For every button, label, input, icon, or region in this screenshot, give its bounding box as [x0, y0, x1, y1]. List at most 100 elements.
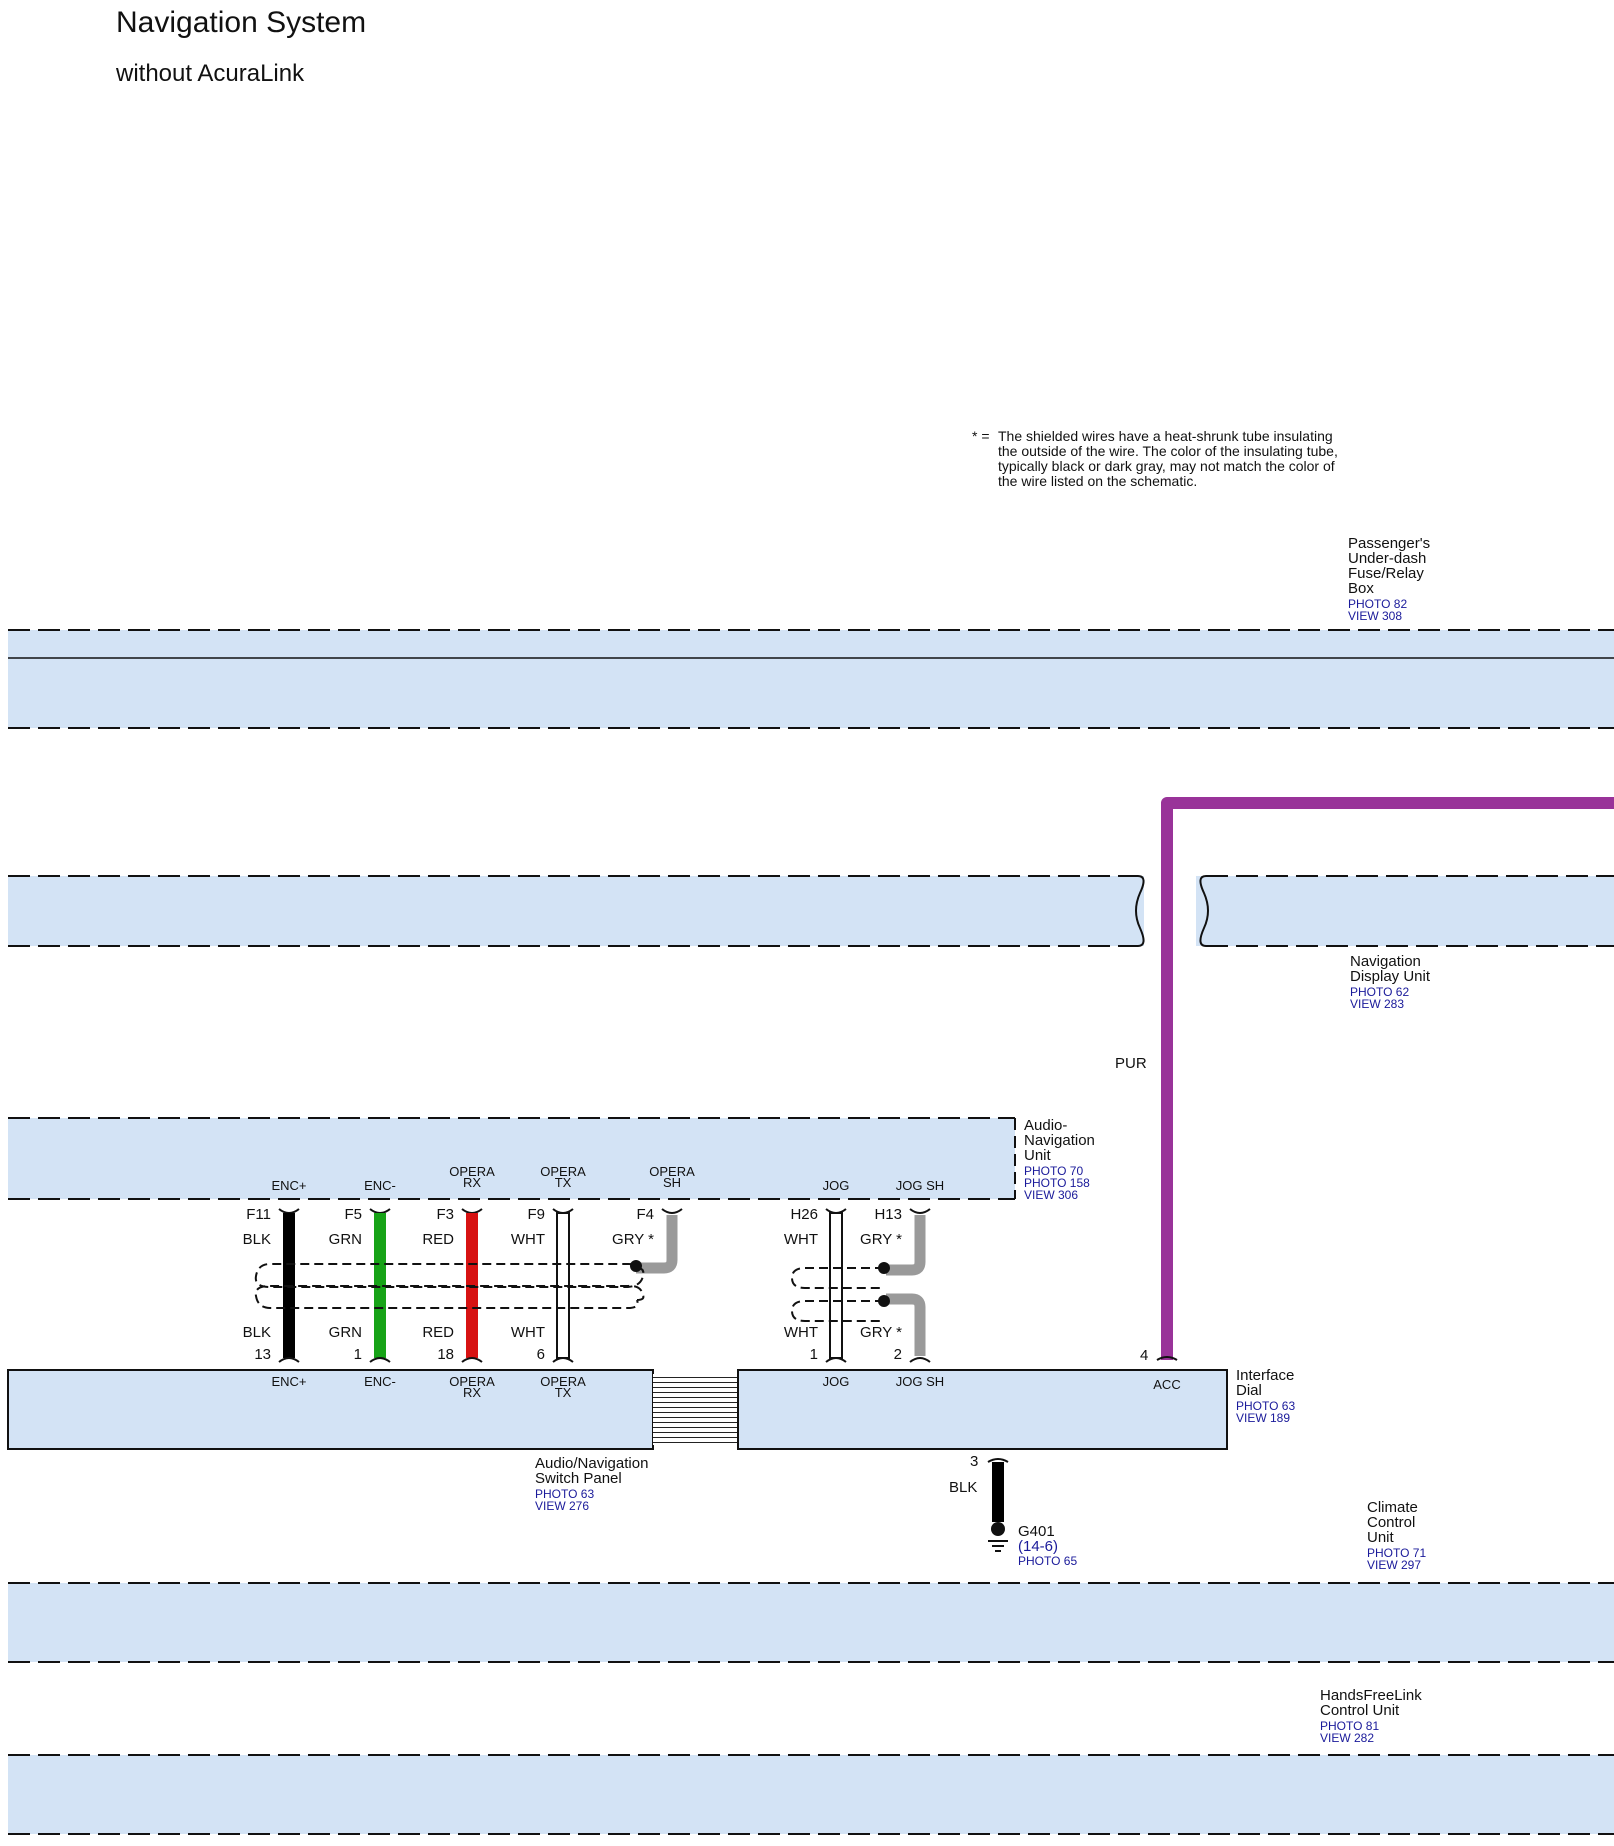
ground-terminal-mark [987, 1458, 1009, 1463]
wire-1-top-color: GRN [329, 1231, 362, 1248]
wire-1-top-terminal: F5 [344, 1206, 362, 1223]
climate-name-3: Unit [1367, 1529, 1395, 1546]
interface-dial-name-2: Dial [1236, 1382, 1262, 1399]
wire-1-bottom-color: GRN [329, 1324, 362, 1341]
fuse-box-band [8, 629, 1614, 729]
wire-6-wire-upper [886, 1215, 926, 1276]
ground-photo-ref[interactable]: PHOTO 65 [1018, 1554, 1077, 1568]
climate-fill [8, 1583, 1614, 1662]
nav-display-break-right [1199, 875, 1209, 947]
ground-eyelet [991, 1522, 1005, 1536]
page-subtitle: without AcuraLink [116, 60, 305, 87]
wire-6-top-color: GRY * [860, 1231, 902, 1248]
nav-display-photo-ref[interactable]: PHOTO 62 [1350, 985, 1409, 999]
wire-2-bottom-color: RED [422, 1324, 454, 1341]
wire-0-bottom-terminal-mark [278, 1357, 300, 1363]
climate-name-1: Climate [1367, 1499, 1418, 1516]
wire-2-bottom-terminal: 18 [437, 1346, 454, 1363]
note-line-4: the wire listed on the schematic. [998, 473, 1197, 489]
audio-nav-unit-label: Audio- Navigation Unit PHOTO 70 PHOTO 15… [1024, 1117, 1095, 1202]
fuse-box-name-4: Box [1348, 580, 1374, 597]
wire-3-top-pin-label: TX [555, 1175, 572, 1190]
climate-photo-ref[interactable]: PHOTO 71 [1367, 1546, 1426, 1560]
ground-name-2: (14-6) [1018, 1538, 1058, 1555]
interface-dial-photo-ref[interactable]: PHOTO 63 [1236, 1399, 1295, 1413]
note-line-2: the outside of the wire. The color of th… [998, 443, 1338, 459]
nav-display-break-left [1135, 875, 1145, 947]
nav-display-label: Navigation Display Unit PHOTO 62 VIEW 28… [1350, 953, 1431, 1011]
audio-nav-unit-photo-ref-1[interactable]: PHOTO 70 [1024, 1164, 1083, 1178]
wire-3-bottom-pin-label: TX [555, 1385, 572, 1400]
wire-2-top-terminal-mark [461, 1208, 483, 1214]
audio-nav-unit-photo-ref-2[interactable]: PHOTO 158 [1024, 1176, 1090, 1190]
audio-nav-unit-name-3: Unit [1024, 1147, 1052, 1164]
interface-dial-label: Interface Dial PHOTO 63 VIEW 189 [1236, 1367, 1295, 1425]
fuse-box-photo-ref[interactable]: PHOTO 82 [1348, 597, 1407, 611]
wire-2-top-pin-label: RX [463, 1175, 481, 1190]
wire-3-top-pin-label: OPERA [540, 1164, 586, 1179]
hfl-photo-ref[interactable]: PHOTO 81 [1320, 1719, 1379, 1733]
wire-1-bottom-terminal-mark [369, 1357, 391, 1363]
wire-5-bottom-terminal-mark [825, 1357, 847, 1363]
wire-5-bottom-terminal: 1 [810, 1346, 818, 1363]
wire-5-top-terminal: H26 [790, 1206, 818, 1223]
wire-3-bottom-color: WHT [511, 1324, 545, 1341]
wire-4-wire [636, 1215, 678, 1274]
wire-0-bottom-color: BLK [243, 1324, 271, 1341]
climate-view-ref[interactable]: VIEW 297 [1367, 1558, 1421, 1572]
interface-dial-view-ref[interactable]: VIEW 189 [1236, 1411, 1290, 1425]
audio-nav-unit-name-2: Navigation [1024, 1132, 1095, 1149]
page-title: Navigation System [116, 6, 367, 39]
audio-nav-unit-view-ref[interactable]: VIEW 306 [1024, 1188, 1078, 1202]
hfl-view-ref[interactable]: VIEW 282 [1320, 1731, 1374, 1745]
wire-5-wire [829, 1212, 843, 1359]
switch-panel-fill [7, 1369, 654, 1450]
climate-label: Climate Control Unit PHOTO 71 VIEW 297 [1367, 1499, 1426, 1572]
wire-6-bottom-terminal-mark [909, 1357, 931, 1363]
shield-loops [254, 1260, 890, 1322]
wire-1-bottom-terminal: 1 [354, 1346, 362, 1363]
audio-nav-unit-band [8, 1117, 1016, 1200]
wire-4-top-terminal: F4 [636, 1206, 654, 1223]
ground-circuit: 3 BLK G401 (14-6) PHOTO 65 [949, 1453, 1077, 1568]
acc-terminal-mark [1156, 1356, 1178, 1361]
hfl-band [8, 1754, 1614, 1835]
wire-2-bottom-terminal-mark [461, 1357, 483, 1363]
wire-6-bottom-terminal: 2 [894, 1346, 902, 1363]
hfl-name-2: Control Unit [1320, 1702, 1400, 1719]
wire-2-bottom-pin-label: OPERA [449, 1374, 495, 1389]
wire-4-top-pin-label: OPERA [649, 1164, 695, 1179]
interface-dial-fill [737, 1369, 1228, 1450]
wire-0-top-pin-label: ENC+ [271, 1178, 306, 1193]
fuse-box-label: Passenger's Under-dash Fuse/Relay Box PH… [1348, 535, 1430, 623]
wire-6-top-pin-label: JOG SH [896, 1178, 944, 1193]
fuse-box-name-3: Fuse/Relay [1348, 565, 1424, 582]
nav-display-name-2: Display Unit [1350, 968, 1431, 985]
nav-display-name-1: Navigation [1350, 953, 1421, 970]
switch-panel-view-ref[interactable]: VIEW 276 [535, 1499, 589, 1513]
wire-5-bottom-color: WHT [784, 1324, 818, 1341]
fuse-box-view-ref[interactable]: VIEW 308 [1348, 609, 1402, 623]
wire-5-bottom-pin-label: JOG [823, 1374, 850, 1389]
acc-pin-label: ACC [1153, 1377, 1180, 1392]
ribbon-cable [653, 1374, 738, 1445]
switch-panel-photo-ref[interactable]: PHOTO 63 [535, 1487, 594, 1501]
hfl-name-1: HandsFreeLink [1320, 1687, 1422, 1704]
note-line-1: The shielded wires have a heat-shrunk tu… [998, 428, 1333, 444]
nav-display-fill-right [1196, 876, 1614, 946]
fuse-box-name-2: Under-dash [1348, 550, 1426, 567]
shielded-wire-note: * = The shielded wires have a heat-shrun… [972, 428, 1338, 489]
nav-display-view-ref[interactable]: VIEW 283 [1350, 997, 1404, 1011]
wire-4-top-pin-label: SH [663, 1175, 681, 1190]
fuse-box-fill [8, 630, 1614, 728]
wire-0-top-terminal: F11 [246, 1206, 271, 1223]
wire-6-bottom-pin-label: JOG SH [896, 1374, 944, 1389]
ground-terminal-number: 3 [970, 1453, 978, 1470]
wire-2-bottom-pin-label: RX [463, 1385, 481, 1400]
acc-terminal-number: 4 [1140, 1347, 1148, 1364]
note-line-3: typically black or dark gray, may not ma… [998, 458, 1335, 474]
acc-wire-color-label: PUR [1115, 1055, 1147, 1072]
hfl-label: HandsFreeLink Control Unit PHOTO 81 VIEW… [1320, 1687, 1422, 1745]
wire-4-top-terminal-mark [661, 1208, 683, 1214]
